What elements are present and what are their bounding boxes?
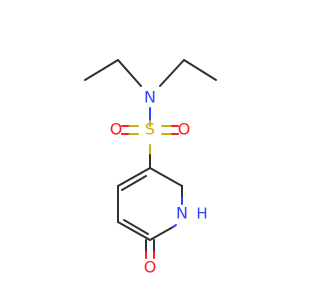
sulfonyl-oxygen-left-label: O — [110, 120, 123, 139]
bond-ethyl-left-ch2-n — [117, 59, 142, 87]
bond-c3-c2-inner — [123, 219, 149, 235]
sulfonyl-oxygen-right-label: O — [178, 120, 191, 139]
amine-nitrogen-label: N — [144, 88, 156, 107]
ring-hydrogen-label: H — [196, 205, 207, 223]
bond-ethyl-right-ch2-n — [159, 59, 185, 87]
molecule-canvas: N S O O N H O — [84, 59, 217, 277]
bond-ethyl-right-ch3-ch2 — [183, 59, 217, 81]
bond-ethyl-left-ch3-ch2 — [84, 59, 119, 81]
bond-c2-n1-colored — [172, 224, 177, 228]
molecule-structure: N S O O N H O — [84, 59, 217, 277]
carbonyl-oxygen-label: O — [144, 258, 157, 277]
bond-c2-n1 — [149, 226, 174, 241]
ring-nitrogen-label: N — [176, 204, 188, 223]
bond-c6-c5 — [149, 167, 183, 187]
bond-c3-c2 — [117, 221, 151, 241]
bond-c5-c4 — [117, 167, 151, 187]
bond-c5-c4-inner — [121, 175, 147, 191]
sulfur-label: S — [145, 120, 155, 139]
bond-layer — [84, 59, 217, 259]
